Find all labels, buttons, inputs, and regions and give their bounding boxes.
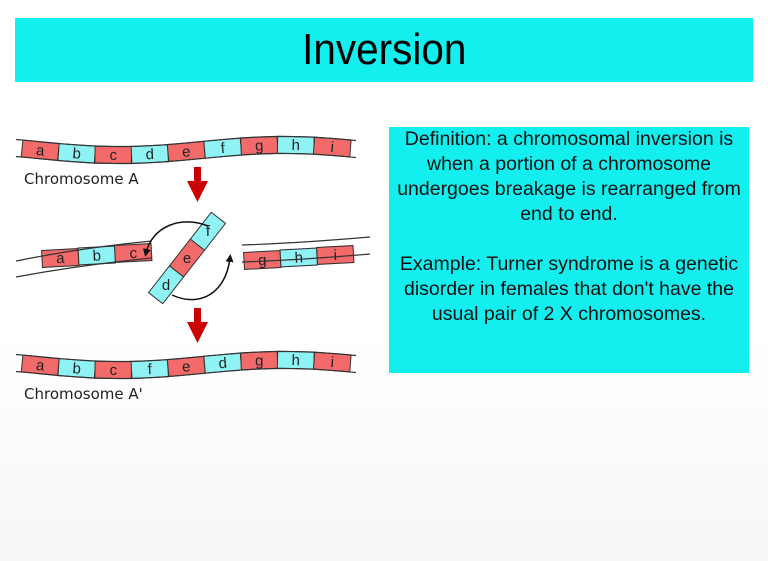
segment-label: d (162, 277, 170, 294)
segment-label: f (220, 140, 226, 157)
segment-label: h (291, 137, 300, 154)
chromosome-backbone (241, 253, 371, 263)
segment-label: e (181, 358, 191, 376)
segment-label: d (218, 355, 228, 373)
chromosome-a-label: Chromosome A (24, 170, 139, 188)
chromosome-a: a b c d e f g h i (15, 135, 357, 165)
chromosome-left-fragment: a b c (15, 240, 153, 278)
chromosome-backbone (241, 236, 371, 246)
segment-label: a (35, 357, 46, 375)
segment-label: c (109, 147, 117, 164)
info-box: Definition: a chromosomal inversion is w… (389, 127, 749, 373)
chromosome-segment: a (41, 248, 80, 268)
segment-label: d (145, 146, 154, 163)
chromosome-right-fragment: g h i (241, 236, 371, 270)
segment-label: f (206, 223, 211, 240)
chromosome-backbone (15, 135, 357, 148)
chromosome-backbone (15, 367, 357, 380)
down-arrow-icon (187, 167, 208, 202)
segment-label: g (255, 352, 264, 369)
rotate-arrow-icon (143, 221, 209, 257)
segment-label: f (147, 361, 153, 378)
definition-text: Definition: a chromosomal inversion is w… (397, 128, 741, 225)
segment-label: h (294, 249, 303, 266)
chromosome-backbone (15, 257, 153, 278)
segment-label: b (72, 145, 82, 163)
segment-label: h (291, 352, 300, 369)
chromosome-segment: c (114, 243, 153, 263)
chromosome-segment: c (94, 145, 133, 165)
chromosome-backbone (15, 350, 357, 363)
title-bar: Inversion (15, 18, 753, 82)
segment-label: e (183, 250, 191, 267)
chromosome-segment: f (130, 359, 169, 380)
slide-title: Inversion (301, 25, 467, 74)
segment-label: e (181, 143, 191, 161)
segment-label: a (56, 250, 66, 267)
segment-label: b (72, 360, 82, 378)
inverted-fragment: def (147, 211, 227, 305)
chromosome-segment: f (189, 211, 227, 251)
chromosome-segment: i (316, 245, 355, 265)
example-text: Example: Turner syndrome is a genetic di… (399, 253, 739, 325)
rotate-arrow-icon (171, 254, 234, 301)
chromosome-segment: g (240, 135, 279, 156)
chromosome-backbone (15, 240, 153, 262)
chromosome-a-prime-label: Chromosome A' (24, 385, 143, 403)
segment-label: b (92, 247, 101, 264)
segment-label: i (333, 247, 337, 264)
chromosome-segment: h (276, 350, 315, 370)
segment-label: i (330, 139, 335, 156)
segment-label: a (35, 142, 46, 160)
segment-label: g (258, 252, 267, 269)
chromosome-segment: g (240, 350, 279, 371)
chromosome-segment: h (276, 135, 315, 155)
segment-label: g (255, 137, 264, 154)
segment-label: c (109, 362, 117, 379)
chromosome-segment: d (130, 144, 169, 165)
down-arrow-icon (187, 308, 208, 343)
chromosome-backbone (15, 152, 357, 165)
segment-label: c (129, 245, 138, 262)
segment-label: i (330, 354, 335, 371)
chromosome-segment: h (279, 247, 318, 268)
chromosome-segment: c (94, 360, 133, 380)
